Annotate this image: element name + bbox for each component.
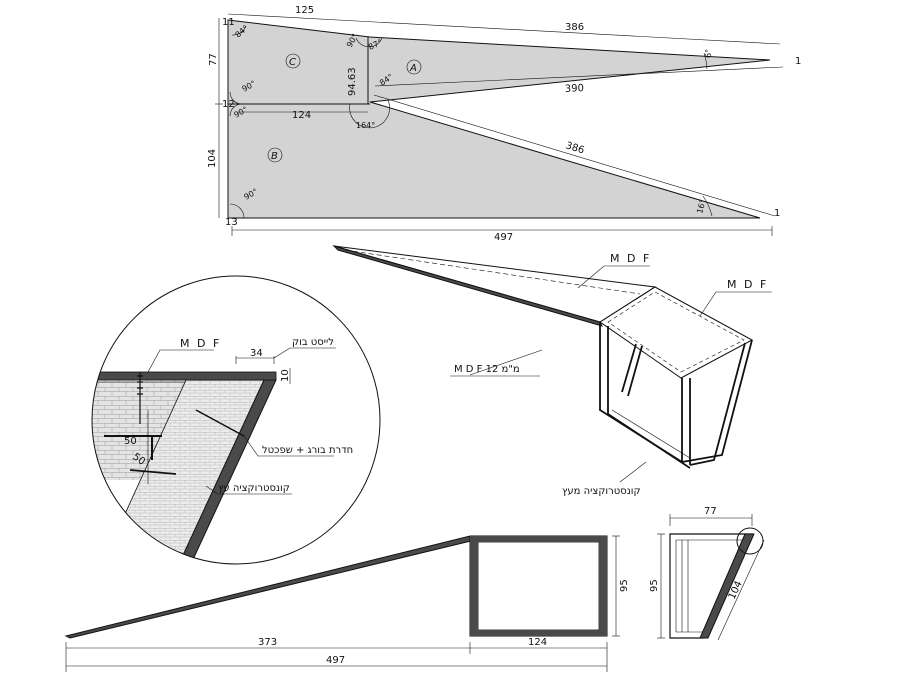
end-inner-lines <box>675 539 742 633</box>
plan-region-markers <box>267 53 422 163</box>
side-box-outer <box>469 535 608 637</box>
detail-dim-34: 34 <box>250 348 263 359</box>
iso-label-mdf-12mm: M D F 12 מ"מ <box>454 364 520 375</box>
plan-point-1-top: 1 <box>795 56 801 67</box>
detail-screw-diagonal <box>195 409 245 437</box>
side-elevation-view: 373 124 497 95 <box>64 535 630 672</box>
detail-label-mdf: M D F <box>180 337 221 350</box>
plan-dimension-lines <box>215 13 784 236</box>
detail-leaders <box>147 347 336 495</box>
detail-label-beech-strip: לייסט בוק <box>292 337 334 348</box>
plan-angle-arcs <box>229 25 713 219</box>
iso-leader-lines <box>450 265 772 483</box>
side-dim-95: 95 <box>619 579 630 592</box>
detail-label-screw-hole: חדרת בורג + שפכטל <box>262 445 353 456</box>
iso-box-top-dashed <box>607 291 745 373</box>
isometric-view: M D F M D F M D F 12 מ"מ קונסטרוקציה מעץ <box>332 244 772 497</box>
side-box-base <box>470 630 607 636</box>
detail-dim-50-a: 50 <box>124 436 137 447</box>
iso-label-mdf-ramp: M D F <box>610 252 651 265</box>
detail-mdf-top <box>92 371 277 381</box>
side-dim-124: 124 <box>528 637 547 648</box>
side-box-topbar <box>470 536 607 542</box>
side-dimension-lines <box>65 535 620 672</box>
plan-dim-lower-diagonal: 386 <box>564 140 585 156</box>
plan-view: 125 386 390 386 124 497 77 104 94.63 84°… <box>207 5 801 243</box>
plan-point-13: 13 <box>225 217 238 228</box>
plan-shape <box>227 19 771 219</box>
detail-circle-border <box>91 275 381 565</box>
plan-dim-left-bottom: 104 <box>207 149 218 168</box>
plan-region-b: B <box>271 151 278 162</box>
plan-dim-overall: 497 <box>494 232 513 243</box>
plan-region-c: C <box>289 57 296 68</box>
iso-ramp-dashed-line <box>344 249 641 295</box>
iso-wood-frame <box>599 322 753 469</box>
side-dim-373: 373 <box>258 637 277 648</box>
iso-label-wood-frame: קונסטרוקציה מעץ <box>562 486 641 497</box>
detail-dim-10: 10 <box>280 369 291 382</box>
detail-screw-vertical <box>137 372 143 424</box>
iso-label-mdf-box: M D F <box>727 278 768 291</box>
detail-label-wood-structure: קונסטרוקציה עץ <box>218 483 290 494</box>
side-box-post-left <box>470 536 478 636</box>
plan-dim-inner-horizontal: 124 <box>292 110 311 121</box>
plan-dim-mid-diagonal: 390 <box>565 83 585 95</box>
end-slanted-board <box>699 533 755 639</box>
plan-angle-6: 6° <box>704 49 713 58</box>
iso-ramp-surface <box>333 245 657 323</box>
side-ramp-slope <box>64 535 477 639</box>
plan-dim-top-right: 386 <box>565 22 584 33</box>
plan-dim-diag-small: 94.63 <box>347 67 358 96</box>
joint-detail-view: M D F לייסט בוק 34 10 50 50 חדרת בורג + … <box>91 275 381 565</box>
side-dim-497: 497 <box>326 655 345 666</box>
plan-dim-left-top: 77 <box>208 53 219 66</box>
plan-point-12: 12 <box>222 99 235 110</box>
plan-angle-164: 164° <box>356 121 375 130</box>
end-elevation-view: 77 95 104 <box>649 506 765 641</box>
end-dimension-lines <box>657 514 765 641</box>
end-detail-callout-circle <box>736 527 764 555</box>
end-dim-77: 77 <box>704 506 717 517</box>
end-dim-95: 95 <box>649 579 660 592</box>
plan-dim-top-left: 125 <box>295 5 314 16</box>
iso-ramp-edge <box>332 244 603 327</box>
side-box-post-right <box>599 536 607 636</box>
plan-point-11: 11 <box>222 17 235 28</box>
plan-angle-16: 16° <box>695 198 707 214</box>
plan-point-1-bottom: 1 <box>774 208 780 219</box>
detail-bracket <box>104 435 162 460</box>
plan-region-a: A <box>409 63 417 74</box>
